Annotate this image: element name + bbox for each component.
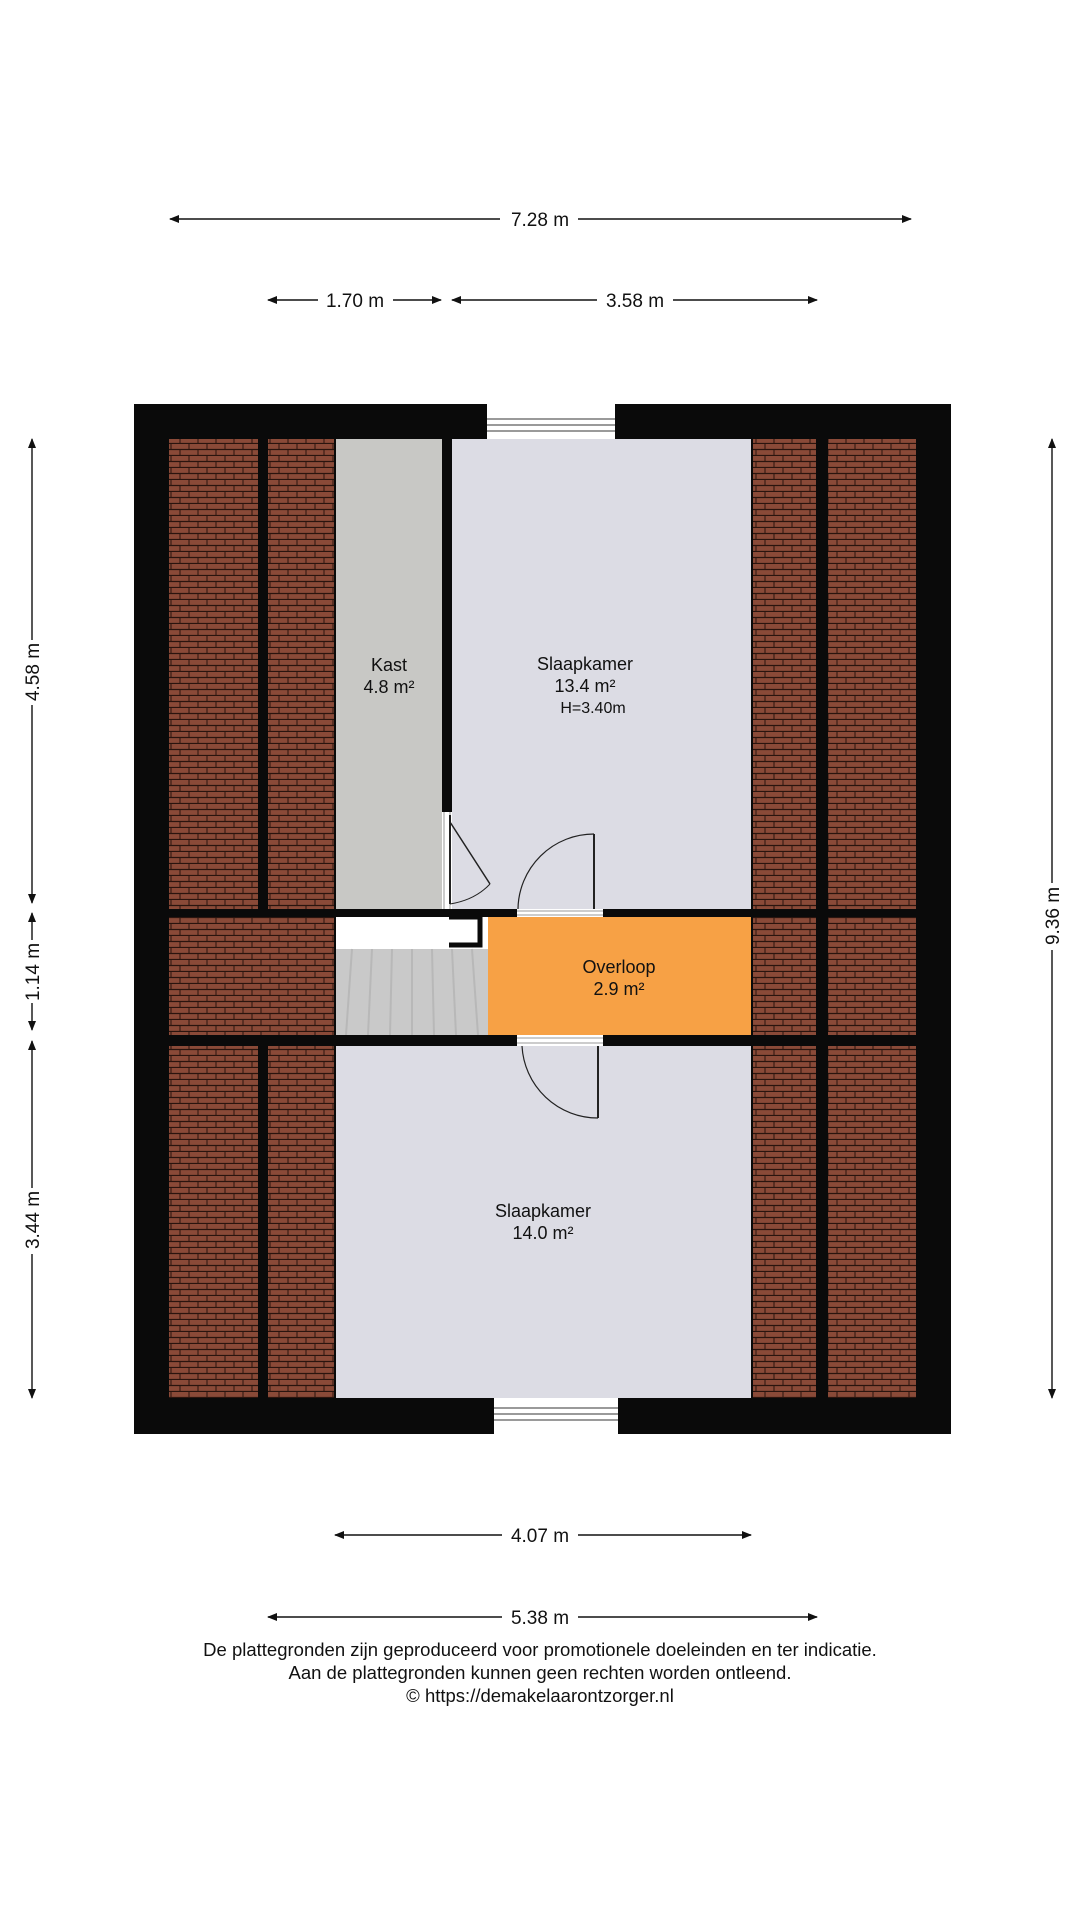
dimension-total-width: 7.28 m (169, 210, 912, 231)
dimension-label: 1.14 m (23, 943, 44, 1001)
dimension-top-left: 1.70 m (267, 291, 442, 312)
room-overloop (488, 917, 751, 1035)
label-overloop: Overloop 2.9 m² (582, 957, 655, 999)
room-name: Slaapkamer (495, 1201, 591, 1221)
room-area: 14.0 m² (512, 1223, 573, 1243)
room-name: Slaapkamer (537, 654, 633, 674)
dimension-left-top: 4.58 m (23, 438, 44, 904)
room-slaapkamer-top (452, 439, 751, 909)
room-name: Kast (371, 655, 407, 675)
roof-tiles (169, 439, 916, 1398)
window-top (487, 404, 615, 439)
room-height: H=3.40m (560, 700, 625, 717)
dimension-label: 7.28 m (511, 210, 569, 231)
window-bottom (494, 1398, 618, 1434)
room-area: 4.8 m² (363, 677, 414, 697)
disclaimer-line-2: Aan de plattegronden kunnen geen rechten… (288, 1662, 792, 1683)
room-name: Overloop (582, 957, 655, 977)
dimension-label: 1.70 m (326, 291, 384, 312)
dimension-bottom-outer: 5.38 m (267, 1608, 818, 1629)
dimension-total-height: 9.36 m (1043, 438, 1064, 1399)
room-kast (336, 439, 442, 909)
dimension-label: 9.36 m (1043, 887, 1064, 945)
room-area: 2.9 m² (593, 979, 644, 999)
dimension-label: 3.44 m (23, 1191, 44, 1249)
label-slaapkamer-top: Slaapkamer 13.4 m² H=3.40m (537, 654, 633, 717)
dimension-label: 3.58 m (606, 291, 664, 312)
dimension-top-right: 3.58 m (451, 291, 818, 312)
dimension-bottom-inner: 4.07 m (334, 1526, 752, 1547)
dimension-left-middle: 1.14 m (23, 912, 44, 1031)
label-slaapkamer-bottom: Slaapkamer 14.0 m² (495, 1201, 591, 1243)
door-slaapkamer-bottom (517, 1035, 603, 1119)
stairs (336, 948, 488, 1036)
room-slaapkamer-bottom (336, 1046, 751, 1398)
dimension-left-bottom: 3.44 m (23, 1040, 44, 1399)
dimension-label: 5.38 m (511, 1608, 569, 1629)
room-area: 13.4 m² (554, 676, 615, 696)
door-kast (442, 812, 491, 909)
disclaimer-line-1: De plattegronden zijn geproduceerd voor … (203, 1639, 877, 1660)
dimension-label: 4.07 m (511, 1526, 569, 1547)
dimension-label: 4.58 m (23, 643, 44, 701)
disclaimer: De plattegronden zijn geproduceerd voor … (0, 1638, 1080, 1707)
door-slaapkamer-top (517, 833, 603, 917)
label-kast: Kast 4.8 m² (363, 655, 414, 697)
disclaimer-copyright: © https://demakelaarontzorger.nl (406, 1685, 674, 1706)
